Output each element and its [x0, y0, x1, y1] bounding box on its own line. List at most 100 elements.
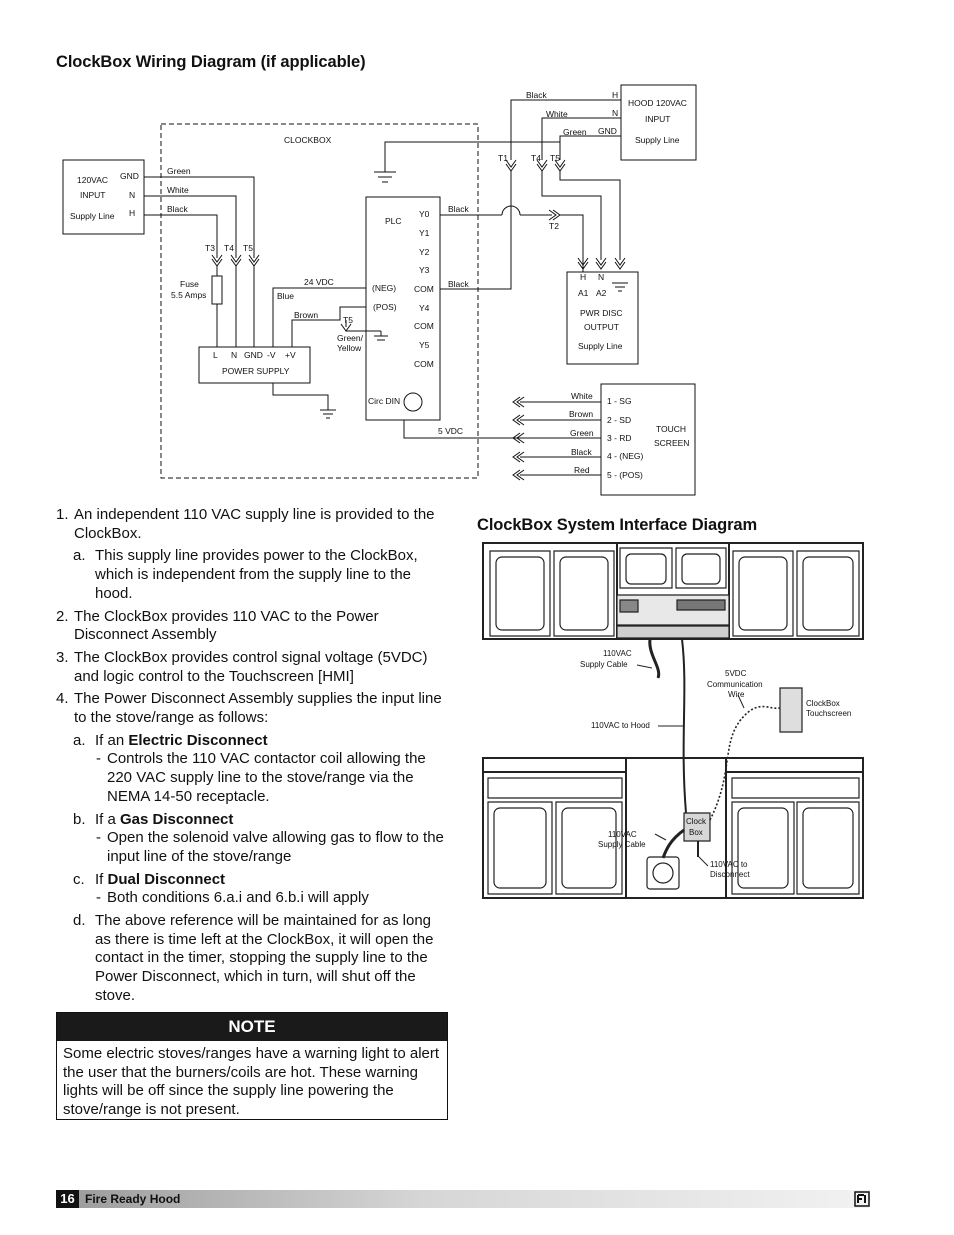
svg-text:Brown: Brown: [569, 409, 593, 419]
svg-text:Blue: Blue: [277, 291, 294, 301]
svg-text:HOOD 120VAC: HOOD 120VAC: [628, 98, 687, 108]
svg-text:Y2: Y2: [419, 247, 430, 257]
svg-text:Y4: Y4: [419, 303, 430, 313]
svg-text:N: N: [231, 350, 237, 360]
svg-text:1 - SG: 1 - SG: [607, 396, 632, 406]
svg-text:H: H: [612, 90, 618, 100]
brand-logo-icon: [854, 1191, 870, 1207]
svg-text:INPUT: INPUT: [645, 114, 671, 124]
svg-text:110VAC: 110VAC: [603, 649, 632, 658]
svg-text:110VAC to: 110VAC to: [710, 860, 748, 869]
svg-text:Green: Green: [570, 428, 594, 438]
list-item: 1.An independent 110 VAC supply line is …: [56, 506, 435, 542]
svg-text:T5: T5: [243, 243, 253, 253]
svg-text:PLC: PLC: [385, 216, 402, 226]
svg-text:Supply Line: Supply Line: [578, 341, 623, 351]
svg-text:Y1: Y1: [419, 228, 430, 238]
svg-text:Brown: Brown: [294, 310, 318, 320]
svg-text:Black: Black: [448, 204, 470, 214]
svg-text:(NEG): (NEG): [372, 283, 396, 293]
circ-din-connector: [404, 393, 422, 411]
upper-cabinets: [483, 543, 863, 639]
svg-text:Touchscreen: Touchscreen: [806, 709, 851, 718]
svg-text:5 - (POS): 5 - (POS): [607, 470, 643, 480]
page-number: 16: [56, 1190, 79, 1208]
list-item: b.If a Gas Disconnect: [73, 810, 234, 828]
svg-text:Black: Black: [526, 90, 548, 100]
svg-text:COM: COM: [414, 284, 434, 294]
svg-text:PWR DISC: PWR DISC: [580, 308, 623, 318]
svg-text:Black: Black: [571, 447, 593, 457]
svg-text:110VAC: 110VAC: [608, 830, 637, 839]
svg-text:T5: T5: [550, 153, 560, 163]
hood-input-box: [621, 85, 696, 160]
lower-cabinets: [483, 758, 863, 898]
svg-text:COM: COM: [414, 321, 434, 331]
svg-text:Green: Green: [563, 127, 587, 137]
svg-text:Supply Line: Supply Line: [70, 211, 115, 221]
svg-text:Supply Cable: Supply Cable: [598, 840, 646, 849]
svg-text:T3: T3: [205, 243, 215, 253]
wiring-diagram: CLOCKBOX 120VAC INPUT Supply Line GND N …: [0, 0, 954, 500]
note-title: NOTE: [57, 1013, 447, 1041]
list-item: c.If Dual Disconnect: [73, 870, 226, 888]
svg-text:24 VDC: 24 VDC: [304, 277, 334, 287]
svg-text:Green: Green: [167, 166, 191, 176]
svg-text:T5: T5: [343, 315, 353, 325]
svg-text:L: L: [213, 350, 218, 360]
svg-text:GND: GND: [598, 126, 617, 136]
svg-text:T2: T2: [549, 221, 559, 231]
list-item: d.The above reference will be maintained…: [73, 912, 434, 1004]
note-box: NOTE Some electric stoves/ranges have a …: [56, 1012, 448, 1120]
svg-text:POWER SUPPLY: POWER SUPPLY: [222, 366, 290, 376]
list-item: a.If an Electric Disconnect: [73, 731, 268, 749]
svg-text:SCREEN: SCREEN: [654, 438, 689, 448]
pwr-disc-box: [567, 272, 638, 364]
input-supply-box: [63, 160, 144, 234]
svg-text:5.5 Amps: 5.5 Amps: [171, 290, 206, 300]
svg-text:5VDC: 5VDC: [725, 669, 747, 678]
svg-text:TOUCH: TOUCH: [656, 424, 686, 434]
svg-text:T1: T1: [498, 153, 508, 163]
svg-text:3 - RD: 3 - RD: [607, 433, 632, 443]
svg-text:N: N: [129, 190, 135, 200]
svg-text:Disconnect: Disconnect: [710, 870, 750, 879]
svg-text:Circ DIN: Circ DIN: [368, 396, 400, 406]
outlet-icon: [647, 857, 679, 889]
svg-text:(POS): (POS): [373, 302, 397, 312]
svg-text:T4: T4: [531, 153, 541, 163]
svg-text:COM: COM: [414, 359, 434, 369]
svg-text:120VAC: 120VAC: [77, 175, 108, 185]
svg-text:Black: Black: [167, 204, 189, 214]
svg-text:Red: Red: [574, 465, 590, 475]
svg-text:White: White: [167, 185, 189, 195]
svg-text:A1: A1: [578, 288, 589, 298]
svg-text:Clock: Clock: [686, 817, 707, 826]
svg-text:Box: Box: [689, 828, 703, 837]
page-footer: 16 Fire Ready Hood: [56, 1190, 870, 1208]
svg-text:N: N: [612, 108, 618, 118]
svg-text:2 - SD: 2 - SD: [607, 415, 631, 425]
interface-diagram: 110VAC Supply Cable 5VDC Communication W…: [480, 540, 866, 902]
list-item: 3.The ClockBox provides control signal v…: [56, 648, 428, 685]
svg-text:Supply Cable: Supply Cable: [580, 660, 628, 669]
svg-text:White: White: [546, 109, 568, 119]
svg-text:Fuse: Fuse: [180, 279, 199, 289]
svg-text:T4: T4: [224, 243, 234, 253]
list-item: 2.The ClockBox provides 110 VAC to the P…: [56, 607, 379, 644]
touchscreen-box: [601, 384, 695, 495]
svg-text:White: White: [571, 391, 593, 401]
svg-text:H: H: [129, 208, 135, 218]
svg-text:H: H: [580, 272, 586, 282]
svg-text:A2: A2: [596, 288, 607, 298]
svg-text:Wire: Wire: [728, 690, 745, 699]
svg-text:110VAC to Hood: 110VAC to Hood: [591, 721, 650, 730]
svg-text:Supply Line: Supply Line: [635, 135, 680, 145]
svg-text:OUTPUT: OUTPUT: [584, 322, 619, 332]
svg-text:ClockBox: ClockBox: [806, 699, 840, 708]
clockbox-touchscreen: [780, 688, 802, 732]
instructions-list: 1.An independent 110 VAC supply line is …: [56, 506, 451, 1010]
svg-text:Green/: Green/: [337, 333, 364, 343]
interface-diagram-title: ClockBox System Interface Diagram: [477, 516, 758, 534]
svg-text:-V: -V: [267, 350, 276, 360]
